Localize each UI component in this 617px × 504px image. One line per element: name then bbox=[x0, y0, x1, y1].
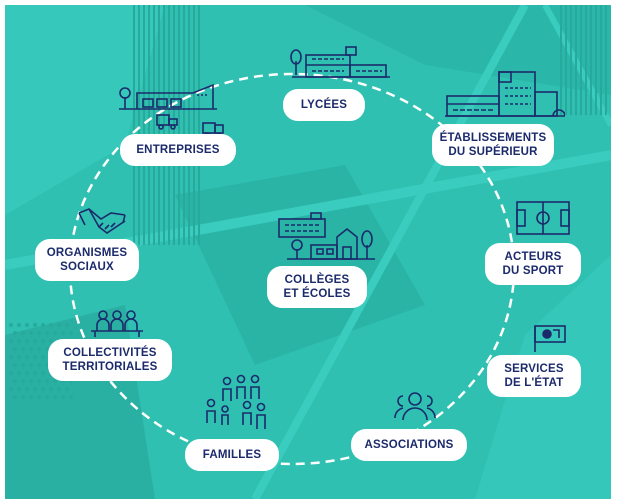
background-panel: LYCÉES ÉTABLISSEMENTS DU SUPÉRIEUR ACTEUR… bbox=[5, 5, 611, 499]
node-etablissements-superieur: ÉTABLISSEMENTS DU SUPÉRIEUR bbox=[432, 124, 554, 166]
node-label-line: ASSOCIATIONS bbox=[364, 439, 454, 451]
family-icon bbox=[206, 374, 266, 429]
node-entreprises: ENTREPRISES bbox=[120, 134, 236, 166]
node-services-etat: SERVICES DE L'ÉTAT bbox=[487, 355, 581, 397]
node-label-line: ENTREPRISES bbox=[136, 144, 220, 156]
university-building-icon bbox=[445, 71, 565, 117]
node-lycees: LYCÉES bbox=[283, 89, 365, 121]
node-label-line: FAMILLES bbox=[202, 449, 262, 461]
node-label-line: DE L'ÉTAT bbox=[504, 377, 564, 389]
node-label-line: SERVICES bbox=[504, 363, 564, 375]
node-label-line: DU SPORT bbox=[502, 265, 564, 277]
school-buildings-icon bbox=[278, 212, 375, 260]
node-acteurs-sport: ACTEURS DU SPORT bbox=[485, 243, 581, 285]
node-label-line: TERRITORIALES bbox=[62, 361, 158, 373]
node-label-line: COLLECTIVITÉS bbox=[63, 347, 157, 359]
node-label-line: ACTEURS bbox=[504, 251, 562, 263]
center-colleges-ecoles: COLLÈGES ET ÉCOLES bbox=[267, 266, 367, 308]
node-label-line: DU SUPÉRIEUR bbox=[448, 146, 538, 158]
council-people-icon bbox=[91, 310, 143, 337]
node-collectivites-territoriales: COLLECTIVITÉS TERRITORIALES bbox=[48, 339, 172, 381]
high-school-building-icon bbox=[290, 46, 390, 78]
node-familles: FAMILLES bbox=[185, 439, 279, 471]
node-label-line: COLLÈGES bbox=[284, 274, 350, 286]
node-organismes-sociaux: ORGANISMES SOCIAUX bbox=[35, 239, 139, 281]
node-label-line: ORGANISMES bbox=[46, 247, 128, 259]
node-label-line: ÉTABLISSEMENTS bbox=[439, 132, 547, 144]
node-associations: ASSOCIATIONS bbox=[351, 429, 467, 461]
node-label-line: ET ÉCOLES bbox=[283, 288, 351, 300]
node-label-line: LYCÉES bbox=[300, 99, 348, 111]
flag-icon bbox=[534, 325, 566, 352]
sports-field-icon bbox=[516, 201, 570, 235]
node-label-line: SOCIAUX bbox=[60, 261, 114, 273]
handshake-icon bbox=[78, 208, 126, 234]
warehouse-trucks-icon bbox=[119, 83, 224, 138]
people-group-icon bbox=[394, 392, 436, 421]
